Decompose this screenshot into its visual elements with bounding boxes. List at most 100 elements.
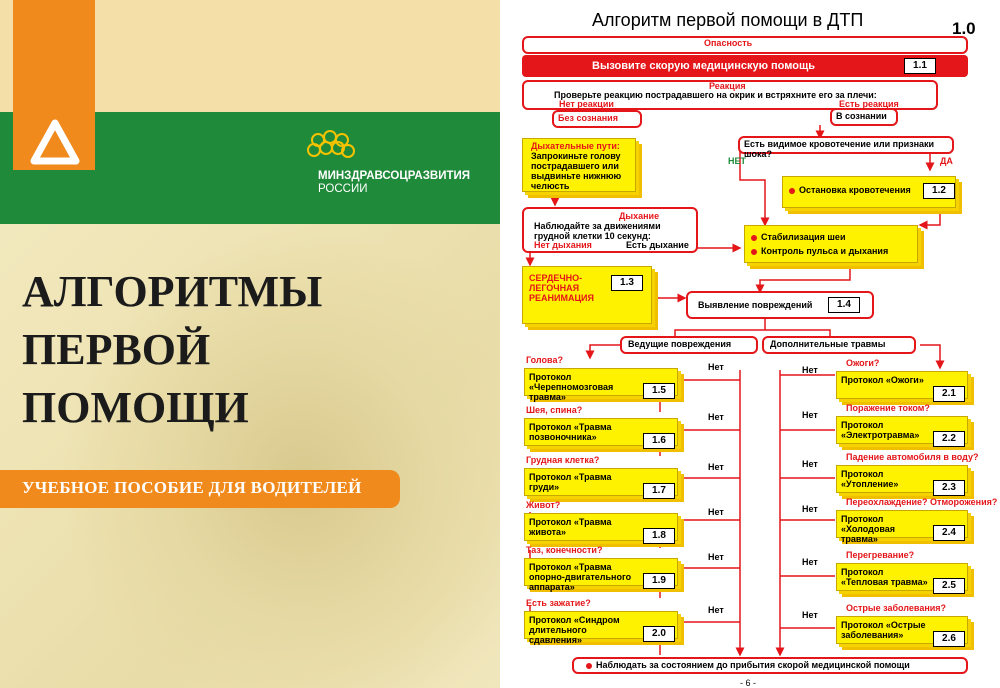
- observe-label: Наблюдать за состоянием до прибытия скор…: [596, 660, 910, 670]
- no-label: Нет: [708, 552, 724, 562]
- no-label: Нет: [802, 557, 818, 567]
- protocol-question: Переохлаждение? Отморожения?: [846, 497, 998, 507]
- protocol-box: Протокол «Травма опорно-двигательного ап…: [524, 558, 678, 592]
- cover-title-line3: ПОМОЩИ: [22, 383, 249, 432]
- no-label: Нет: [802, 610, 818, 620]
- protocol-question: Грудная клетка?: [526, 455, 600, 465]
- protocol-number: 2.2: [933, 431, 965, 447]
- protocol-label: Протокол «Ожоги»: [841, 375, 924, 385]
- control-pulse-label: Контроль пульса и дыхания: [761, 246, 889, 256]
- protocol-question: Живот?: [526, 500, 561, 510]
- no-label: Нет: [802, 365, 818, 375]
- reaction-box: Реакция Проверьте реакцию пострадавшего …: [522, 80, 938, 110]
- observe-box: Наблюдать за состоянием до прибытия скор…: [572, 657, 968, 674]
- ministry-line2: РОССИИ: [318, 183, 368, 195]
- cover-subtitle: УЧЕБНОЕ ПОСОБИЕ ДЛЯ ВОДИТЕЛЕЙ: [22, 478, 362, 497]
- no-label: Нет: [802, 504, 818, 514]
- danger-label: Опасность: [704, 38, 753, 48]
- conscious-box: В сознании: [830, 108, 898, 126]
- protocol-box: Протокол «Тепловая травма»2.5: [836, 563, 968, 594]
- cover-title-line1: АЛГОРИТМЫ: [22, 267, 323, 316]
- reaction-label: Реакция: [709, 81, 746, 91]
- protocol-question: Острые заболевания?: [846, 603, 947, 613]
- protocol-label: Протокол «Синдром длительного сдавления»: [529, 615, 620, 645]
- breathing-text: Наблюдайте за движениями грудной клетки …: [534, 221, 661, 241]
- detect-injuries-number: 1.4: [828, 297, 860, 313]
- bullet-icon: [586, 662, 592, 669]
- protocol-box: Протокол «Электротравма» 2.2: [836, 416, 968, 447]
- no-label: Нет: [708, 412, 724, 422]
- bleeding-yes: ДА: [940, 156, 953, 166]
- cover-title-line2: ПЕРВОЙ: [22, 325, 211, 374]
- protocol-box: Протокол «Травма живота» 1.8: [524, 513, 678, 544]
- protocol-number: 2.3: [933, 480, 965, 496]
- protocol-box: Протокол «Травма груди» 1.7: [524, 468, 678, 499]
- leading-injuries-label: Ведущие повреждения: [628, 339, 732, 349]
- protocol-question: Есть зажатие?: [526, 598, 591, 608]
- flow-title: Алгоритм первой помощи в ДТП: [592, 10, 864, 30]
- cover-subtitle-bar: УЧЕБНОЕ ПОСОБИЕ ДЛЯ ВОДИТЕЛЕЙ: [0, 470, 400, 508]
- protocol-label: Протокол «Травма позвоночника»: [529, 422, 612, 442]
- stabilize-neck-label: Стабилизация шеи: [761, 232, 846, 242]
- bullet-icon: [789, 187, 795, 194]
- no-label: Нет: [802, 459, 818, 469]
- cpr-box: СЕРДЕЧНО-ЛЕГОЧНАЯ РЕАНИМАЦИЯ 1.3: [522, 266, 652, 324]
- protocol-question: Поражение током?: [846, 403, 930, 413]
- ministry-emblem-icon: [307, 130, 355, 158]
- ministry-line1: МИНЗДРАВСОЦРАЗВИТИЯ: [318, 170, 471, 182]
- has-reaction-label: Есть реакция: [839, 99, 899, 109]
- bleeding-question-box: Есть видимое кровотечение или признаки ш…: [738, 136, 954, 159]
- no-label: Нет: [708, 507, 724, 517]
- protocol-box: Протокол «Синдром длительного сдавления»…: [524, 611, 678, 645]
- protocol-question: Таз, конечности?: [526, 545, 603, 555]
- conscious-label: В сознании: [836, 111, 887, 121]
- protocol-number: 2.5: [933, 578, 965, 594]
- call-ambulance-text: Вызовите скорую медицинскую помощь: [592, 60, 816, 72]
- protocol-label: Протокол «Травма груди»: [529, 472, 612, 492]
- has-breath-label: Есть дыхание: [626, 240, 689, 250]
- danger-box: Опасность: [522, 36, 968, 54]
- cover-photo: [60, 225, 500, 688]
- protocol-number: 1.8: [643, 528, 675, 544]
- unconscious-box: Без сознания: [552, 110, 642, 128]
- protocol-question: Голова?: [526, 355, 563, 365]
- triangle-logo-icon: [30, 119, 80, 165]
- protocol-question: Падение автомобиля в воду?: [846, 452, 979, 462]
- reaction-text: Проверьте реакцию пострадавшего на окрик…: [554, 90, 877, 100]
- additional-injuries-label: Дополнительные травмы: [770, 339, 886, 349]
- no-label: Нет: [708, 605, 724, 615]
- protocol-label: Протокол «Черепномозговая травма»: [529, 372, 614, 402]
- unconscious-label: Без сознания: [558, 113, 618, 123]
- airway-box: Дыхательные пути: Запрокиньте голову пос…: [522, 138, 636, 192]
- protocol-label: Протокол «Травма живота»: [529, 517, 612, 537]
- protocol-number: 1.7: [643, 483, 675, 499]
- additional-injuries-box: Дополнительные травмы: [762, 336, 916, 354]
- ministry-name: МИНЗДРАВСОЦРАЗВИТИЯ РОССИИ: [318, 170, 470, 196]
- bullet-icon: [751, 248, 757, 255]
- no-breath-label: Нет дыхания: [534, 240, 592, 250]
- stop-bleeding-number: 1.2: [923, 183, 955, 199]
- page-footer: - 6 -: [740, 678, 757, 688]
- cover-logo-block: [13, 0, 95, 170]
- stop-bleeding-label: Остановка кровотечения: [799, 185, 911, 195]
- protocol-box: Протокол «Холодовая травма» 2.4: [836, 510, 968, 544]
- leading-injuries-box: Ведущие повреждения: [620, 336, 758, 354]
- protocol-number: 2.1: [933, 386, 965, 402]
- flow-page-number: 1.0: [952, 19, 976, 38]
- breathing-box: Дыхание Наблюдайте за движениями грудной…: [522, 207, 698, 253]
- cpr-label: СЕРДЕЧНО-ЛЕГОЧНАЯ РЕАНИМАЦИЯ: [529, 273, 594, 303]
- detect-injuries-label: Выявление повреждений: [698, 300, 813, 310]
- protocol-box: Протокол «Утопление»2.3: [836, 465, 968, 496]
- protocol-question: Ожоги?: [846, 358, 880, 368]
- protocol-label: Протокол «Холодовая травма»: [841, 514, 896, 544]
- flowchart-page: Алгоритм первой помощи в ДТП 1.0 Опаснос…: [500, 0, 1000, 688]
- airway-title: Дыхательные пути:: [531, 141, 620, 151]
- breathing-title: Дыхание: [619, 211, 660, 221]
- protocol-label: Протокол «Электротравма»: [841, 420, 920, 440]
- protocol-label: Протокол «Травма опорно-двигательного ап…: [529, 562, 632, 592]
- airway-text: Запрокиньте голову пострадавшего или выд…: [531, 151, 622, 191]
- protocol-number: 1.5: [643, 383, 675, 399]
- brochure-cover: МИНЗДРАВСОЦРАЗВИТИЯ РОССИИ АЛГОРИТМЫ ПЕР…: [0, 0, 500, 688]
- detect-injuries-box: Выявление повреждений 1.4: [686, 291, 874, 319]
- protocol-number: 2.4: [933, 525, 965, 541]
